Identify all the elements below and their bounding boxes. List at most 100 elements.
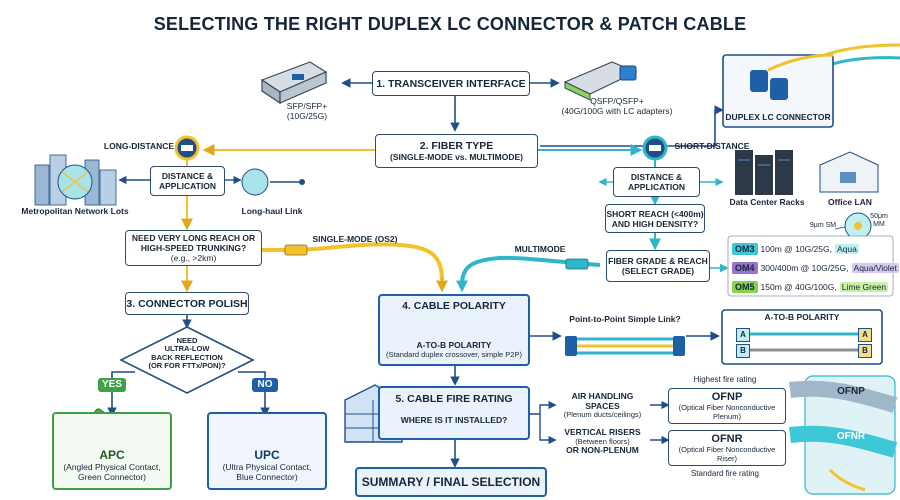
singlemode-label: SINGLE-MODE (OS2) xyxy=(312,234,398,244)
office-lan-icon xyxy=(819,151,879,193)
ofnr-title: OFNR xyxy=(711,433,743,445)
datacenter-label: Data Center Racks xyxy=(729,197,805,207)
center-flow xyxy=(450,331,720,468)
air-handling-line2: (Plenum ducts/ceilings) xyxy=(563,410,642,420)
metro-label: Metropolitan Network Lots xyxy=(21,206,129,216)
metro-network-icon xyxy=(34,154,117,206)
short-reach-line2: AND HIGH DENSITY? xyxy=(611,218,699,229)
multimode-cable xyxy=(456,255,601,293)
vertical-line1: VERTICAL RISERS xyxy=(564,427,641,437)
om-grade-color: Aqua/Violet xyxy=(851,263,899,273)
step4-cable-polarity[interactable]: 4. CABLE POLARITY A-TO-B POLARITY (Stand… xyxy=(378,294,530,366)
yes-pill: YES xyxy=(98,378,126,392)
need-long-reach-line1: NEED VERY LONG REACH OR xyxy=(131,233,256,243)
vertical-line2: (Between floors) xyxy=(575,436,630,446)
page-title: SELECTING THE RIGHT DUPLEX LC CONNECTOR … xyxy=(153,14,747,34)
polish-question-line2: ULTRA-LOW xyxy=(164,344,210,354)
left-distance-line1: DISTANCE & xyxy=(161,171,214,181)
long-distance-label: LONG-DISTANCE xyxy=(103,141,175,151)
fiber-grade-line1: FIBER GRADE & REACH xyxy=(608,256,708,266)
step5-question: WHERE IS IT INSTALLED? xyxy=(400,415,508,425)
ofnr-line1: (Optical Fiber Nonconductive xyxy=(678,445,776,454)
step1-label: 1. TRANSCEIVER INTERFACE xyxy=(376,77,526,90)
longhaul-label: Long-haul Link xyxy=(241,206,303,216)
multimode-label: MULTIMODE xyxy=(514,244,566,254)
om-grade-tag: OM4 xyxy=(732,262,758,274)
short-distance-label: SHORT-DISTANCE xyxy=(674,141,750,151)
summary-label: SUMMARY / FINAL SELECTION xyxy=(361,475,541,489)
need-long-reach-line3: (e.g., >2km) xyxy=(170,253,217,263)
ofnr-cable-text: OFNR xyxy=(836,431,866,442)
short-reach-question[interactable]: SHORT REACH (<400m) AND HIGH DENSITY? xyxy=(605,204,705,233)
core-mm-line1: 50μm xyxy=(870,213,888,220)
right-distance-application[interactable]: DISTANCE & APPLICATION xyxy=(613,167,700,197)
om-grade-desc: 100m @ 10G/25G, xyxy=(760,244,832,254)
polish-question-line4: (OR FOR FTTx/PON)? xyxy=(148,361,226,371)
step1-connectors xyxy=(341,78,724,147)
step5-label: 5. CABLE FIRE RATING xyxy=(395,393,513,405)
atob-b-left: B xyxy=(736,344,750,358)
om-grade-color: Aqua xyxy=(835,244,859,254)
duplex-lc-connector-image xyxy=(722,53,834,128)
qsfp-line1: QSFP/QSFP+ xyxy=(590,96,644,106)
vertical-line3: OR NON-PLENUM xyxy=(566,444,639,455)
need-long-reach-line2: HIGH-SPEED TRUNKING? xyxy=(140,243,247,253)
upc-title: UPC xyxy=(254,448,280,462)
qsfp-module-icon xyxy=(563,61,638,101)
need-long-reach-question[interactable]: NEED VERY LONG REACH OR HIGH-SPEED TRUNK… xyxy=(125,230,262,266)
atob-panel-frame xyxy=(721,309,883,365)
right-distance-line2: APPLICATION xyxy=(628,182,685,192)
polish-question-line1: NEED xyxy=(176,336,198,345)
sfp-line1: SFP/SFP+ xyxy=(286,101,328,111)
p2p-cable-illustration xyxy=(565,336,685,356)
apc-line2: Green Connector) xyxy=(77,472,147,482)
upc-line1: (Ultra Physical Contact, xyxy=(222,462,312,472)
datacenter-icon xyxy=(735,150,793,195)
step1-transceiver-interface[interactable]: 1. TRANSCEIVER INTERFACE xyxy=(372,71,530,96)
ofnp-card[interactable]: OFNP (Optical Fiber Nonconductive Plenum… xyxy=(668,388,786,424)
fiber-grade-line2: (SELECT GRADE) xyxy=(621,266,695,276)
no-pill: NO xyxy=(252,378,278,392)
p2p-label: Point-to-Point Simple Link? xyxy=(569,314,681,324)
polarity-sub: (Standard duplex crossover, simple P2P) xyxy=(386,350,522,359)
step4-label: 4. CABLE POLARITY xyxy=(402,300,506,312)
summary-final-selection[interactable]: SUMMARY / FINAL SELECTION xyxy=(355,467,547,497)
step5-cable-fire-rating[interactable]: 5. CABLE FIRE RATING WHERE IS IT INSTALL… xyxy=(378,386,530,440)
ofnp-cable-text: OFNP xyxy=(837,386,865,397)
apc-card[interactable]: APC (Angled Physical Contact, Green Conn… xyxy=(52,412,172,490)
apc-line1: (Angled Physical Contact, xyxy=(63,462,161,472)
step2-fiber-type[interactable]: 2. FIBER TYPE (SINGLE-MODE vs. MULTIMODE… xyxy=(375,134,538,168)
qsfp-label: QSFP/QSFP+ (40G/100G with LC adapters) xyxy=(532,96,702,116)
core-mm-label: 50μm MM xyxy=(864,213,894,229)
fire-rated-cable-illustration xyxy=(789,375,898,495)
sfp-line2: (10G/25G) xyxy=(286,110,328,121)
fiber-type-branches xyxy=(118,144,729,273)
longhaul-icon xyxy=(241,168,305,196)
step2-label: 2. FIBER TYPE xyxy=(419,140,494,152)
highest-fire-label: Highest fire rating xyxy=(693,375,757,384)
core-mm-line2: MM xyxy=(873,220,885,228)
polish-decision-diamond xyxy=(119,326,255,394)
upc-line2: Blue Connector) xyxy=(236,472,298,482)
om-grade-desc: 300/400m @ 10G/25G, xyxy=(760,263,849,273)
polarity-title: A-TO-B POLARITY xyxy=(416,340,492,350)
left-distance-application[interactable]: DISTANCE & APPLICATION xyxy=(150,166,225,196)
right-distance-line1: DISTANCE & xyxy=(630,172,683,182)
fiber-grade-box[interactable]: FIBER GRADE & REACH (SELECT GRADE) xyxy=(606,250,710,282)
long-distance-icon xyxy=(174,135,200,161)
upc-card[interactable]: UPC (Ultra Physical Contact, Blue Connec… xyxy=(207,412,327,490)
air-handling-label: AIR HANDLING SPACES (Plenum ducts/ceilin… xyxy=(555,391,650,420)
qsfp-line2: (40G/100G with LC adapters) xyxy=(561,105,673,116)
om-grade-tag: OM5 xyxy=(732,281,758,293)
atob-a-right: A xyxy=(858,328,872,342)
polish-flow xyxy=(107,266,270,417)
step3-connector-polish[interactable]: 3. CONNECTOR POLISH xyxy=(125,292,249,315)
sfp-label: SFP/SFP+ (10G/25G) xyxy=(262,101,352,121)
vertical-risers-label: VERTICAL RISERS (Between floors) OR NON-… xyxy=(555,427,650,455)
air-handling-line1: AIR HANDLING SPACES xyxy=(571,391,634,411)
ofnr-card[interactable]: OFNR (Optical Fiber Nonconductive Riser) xyxy=(668,430,786,466)
office-label: Office LAN xyxy=(828,197,872,207)
core-sm-label: 9μm SM xyxy=(809,222,837,229)
